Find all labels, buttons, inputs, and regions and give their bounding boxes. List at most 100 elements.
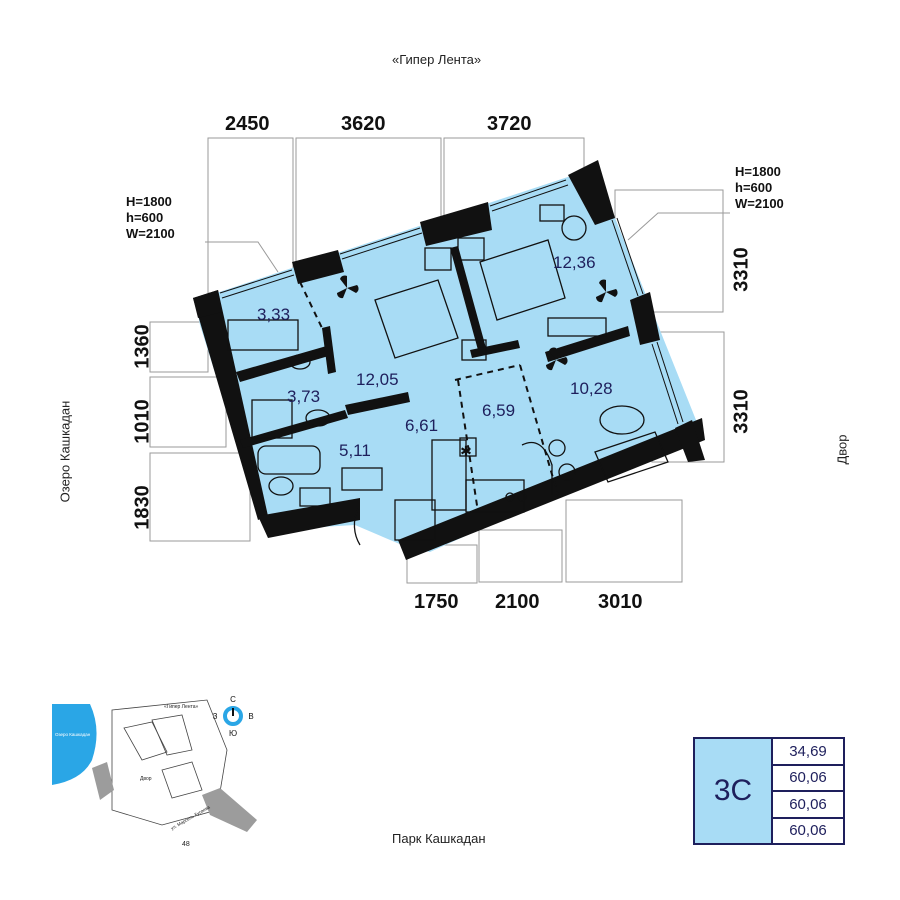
- pillar-east: [630, 292, 660, 345]
- guide-bottom-2: [478, 529, 563, 583]
- compass-west: З: [213, 712, 218, 721]
- window-spec-left-width: W=2100: [126, 226, 175, 241]
- building-3: [161, 761, 203, 799]
- dryer: [341, 467, 383, 491]
- pillar-w-corner: [193, 290, 222, 318]
- street-label-bottom: Парк Кашкадан: [392, 831, 486, 846]
- pillar-se: [675, 420, 705, 462]
- window-leader-right: [627, 212, 730, 241]
- pillar-ne: [568, 160, 615, 225]
- bed-living: [374, 279, 459, 359]
- wall-closet: [322, 326, 336, 374]
- wardrobe-bedroom: [547, 317, 607, 337]
- stove-burner-1: [505, 492, 515, 502]
- fan-icon: [336, 275, 359, 299]
- washer-2: [457, 237, 485, 261]
- apartment-area-total-3: 60,06: [789, 822, 827, 840]
- wall-southwest: [258, 498, 360, 538]
- window-spec-right-height: H=1800: [735, 164, 781, 179]
- bathroom-sink-circle: [561, 215, 587, 241]
- site-plan: «Гипер Лента» Озеро Кашкадан Двор ул. Ма…: [52, 699, 257, 848]
- fan-icon: [595, 279, 618, 303]
- fridge: [459, 437, 477, 457]
- window-spec-left-sill: h=600: [126, 210, 164, 225]
- pillar-north: [420, 202, 492, 246]
- dimension-top-2: 3620: [341, 113, 386, 135]
- guide-bottom-3: [565, 499, 683, 583]
- window-leader-left: [205, 241, 279, 273]
- kitchen-counter: [465, 479, 525, 513]
- window-spec-right: H=1800 h=600 W=2100: [735, 164, 784, 212]
- stove-burner-2: [517, 492, 527, 502]
- wall-corridor: [470, 340, 520, 358]
- apartment-area-total: 60,06: [773, 766, 843, 792]
- dimension-bottom-2: 2100: [495, 591, 540, 613]
- wall-kitchen-north: [345, 392, 410, 415]
- window-spec-left: H=1800 h=600 W=2100: [126, 194, 175, 242]
- chair-1: [548, 439, 566, 457]
- compass-east: В: [248, 712, 253, 721]
- room-area-1: 3,33: [257, 305, 291, 324]
- door-swing: [353, 508, 361, 546]
- window-spec-left-height: H=1800: [126, 194, 172, 209]
- street-label-top: «Гипер Лента»: [392, 52, 482, 67]
- compass-north: С: [230, 695, 236, 704]
- site-highlight-2: [202, 788, 257, 832]
- guide-left-1: [149, 321, 209, 373]
- site-label-top: «Гипер Лента»: [164, 704, 198, 710]
- window-spec-right-width: W=2100: [735, 196, 784, 211]
- room-area-2: 12,05: [356, 370, 399, 389]
- nightstand: [539, 204, 565, 222]
- bathtub: [257, 445, 321, 475]
- compass: С Ю З В: [213, 695, 254, 738]
- kitchen-arc: [521, 441, 553, 495]
- toilet-1: [268, 476, 294, 496]
- building-2: [151, 714, 193, 756]
- wall-bedroom-east: [545, 326, 630, 362]
- site-highlight-1: [92, 762, 114, 800]
- sink-2: [299, 487, 331, 507]
- window-spec-right-sill: h=600: [735, 180, 773, 195]
- pillar-nw: [292, 250, 344, 284]
- room-area-4: 3,73: [287, 387, 321, 406]
- apartment-area-living: 34,69: [773, 739, 843, 766]
- site-number: 48: [182, 841, 190, 848]
- wall-west: [193, 290, 268, 520]
- room-area-3: 12,36: [553, 253, 596, 272]
- site-label-lake: Озеро Кашкадан: [55, 732, 91, 737]
- sink-1: [305, 409, 331, 427]
- cabinet: [394, 499, 436, 541]
- kitchen-counter-left: [431, 439, 467, 511]
- guide-left-3: [149, 452, 251, 542]
- dimension-bottom-3: 3010: [598, 591, 643, 613]
- lake-shape: [52, 704, 97, 785]
- chair-2: [558, 463, 576, 481]
- room-area-5: 6,61: [405, 416, 439, 435]
- bed-bedroom: [479, 239, 566, 321]
- guide-top-1: [207, 137, 294, 294]
- snowflake-icon: ✱: [460, 443, 472, 459]
- wall-bath-top: [236, 345, 332, 382]
- compass-south: Ю: [229, 729, 237, 738]
- dimension-top-3: 3720: [487, 113, 532, 135]
- toilet-2: [289, 354, 311, 370]
- apartment-type: 3С: [695, 739, 773, 843]
- apartment-card: 3С 34,69 60,06 60,06 60,06: [693, 737, 845, 845]
- room-area-8: 5,11: [339, 441, 371, 460]
- room-area-6: 6,59: [482, 401, 516, 420]
- sofa: [594, 431, 669, 483]
- windows: [219, 179, 684, 425]
- building-1: [123, 721, 168, 761]
- wall-bedroom-divider: [450, 246, 486, 350]
- room-area-7: 10,28: [570, 379, 613, 398]
- furniture: [227, 204, 669, 546]
- wardrobe-small: [227, 319, 299, 351]
- site-label-yard: Двор: [140, 776, 152, 782]
- coffee-table: [599, 405, 645, 435]
- shower-tray: [251, 399, 293, 439]
- fan-icon: [545, 347, 568, 371]
- fan-icons: [336, 275, 618, 371]
- apartment-area-total-2: 60,06: [773, 792, 843, 819]
- dimension-bottom-1: 1750: [414, 591, 459, 613]
